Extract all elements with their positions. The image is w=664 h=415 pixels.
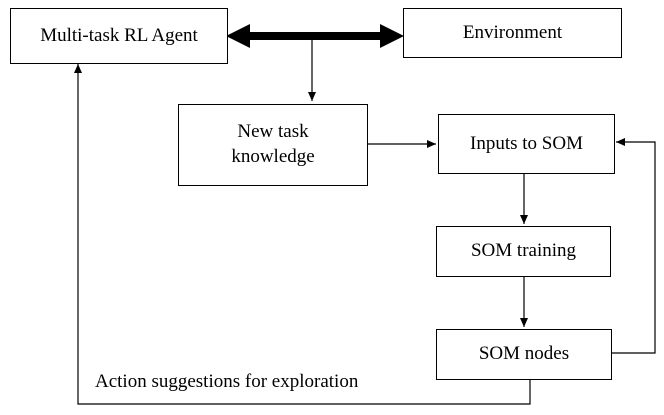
new-task-knowledge-box: New task knowledge bbox=[178, 104, 368, 186]
inputs-to-som-label: Inputs to SOM bbox=[470, 132, 583, 154]
agent-environment-double-arrow bbox=[226, 24, 404, 48]
som-nodes-label: SOM nodes bbox=[478, 343, 570, 365]
environment-box: Environment bbox=[403, 8, 622, 58]
agent-label: Multi-task RL Agent bbox=[40, 24, 198, 46]
environment-label: Environment bbox=[462, 21, 563, 43]
new-task-label-line2: knowledge bbox=[231, 146, 315, 167]
arrow-nodes-to-inputs-loop bbox=[612, 138, 656, 354]
new-task-label-line1: New task bbox=[237, 121, 309, 143]
som-training-label: SOM training bbox=[470, 240, 577, 262]
action-suggestions-label: Action suggestions for exploration bbox=[95, 371, 359, 392]
som-nodes-box: SOM nodes bbox=[436, 329, 612, 380]
inputs-to-som-box: Inputs to SOM bbox=[438, 114, 615, 174]
arrow-nodes-to-agent bbox=[74, 64, 531, 405]
agent-box: Multi-task RL Agent bbox=[10, 8, 228, 64]
som-training-box: SOM training bbox=[436, 226, 611, 277]
